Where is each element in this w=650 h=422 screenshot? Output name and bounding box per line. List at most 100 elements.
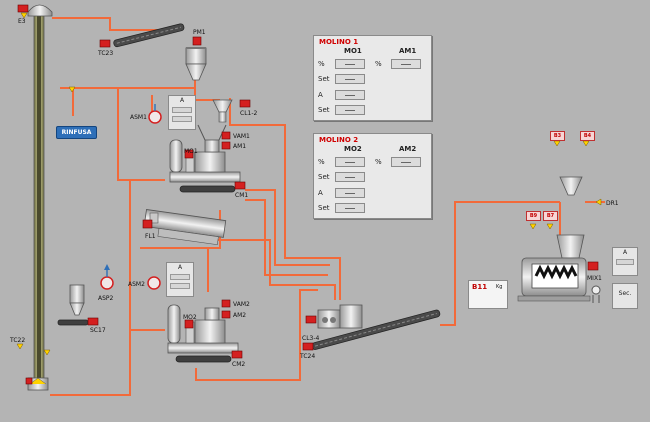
bin-b4-tag[interactable]: B4 bbox=[580, 131, 595, 141]
molino1-mo1-set1-field bbox=[335, 74, 365, 84]
molino1-mo1-a-field bbox=[335, 90, 365, 100]
molino2-mo2-set2-field bbox=[335, 203, 365, 213]
asm1-value-field-2 bbox=[172, 116, 192, 122]
label-am2: AM2 bbox=[233, 312, 246, 319]
label-cl3-4: CL3-4 bbox=[302, 335, 320, 342]
molino1-col1-header: MO1 bbox=[344, 47, 362, 55]
molino2-panel: MOLINO 2 MO2 AM2 % Set A Set % bbox=[313, 133, 432, 219]
motor-tc23 bbox=[99, 39, 111, 48]
hopper-pm1 bbox=[185, 47, 207, 81]
molino1-mo1-set2-field bbox=[335, 105, 365, 115]
molino1-mo1-pct-field bbox=[335, 59, 365, 69]
molino2-mo2-set1-field bbox=[335, 172, 365, 182]
rinfusa-button[interactable]: RINFUSA bbox=[56, 126, 97, 139]
label-am1: AM1 bbox=[233, 143, 246, 150]
label-sc17: SC17 bbox=[90, 327, 106, 334]
label-tc24: TC24 bbox=[299, 353, 315, 360]
b11-unit: Kg bbox=[496, 284, 503, 290]
conveyor-tc23 bbox=[113, 23, 185, 48]
motor-fl1 bbox=[142, 219, 153, 229]
molino2-title: MOLINO 2 bbox=[319, 136, 359, 144]
motor-pm1 bbox=[192, 36, 202, 46]
label-vam2: VAM2 bbox=[233, 301, 250, 308]
molino2-col2-header: AM2 bbox=[399, 145, 417, 153]
label-asm2: ASM2 bbox=[128, 281, 145, 288]
label-fl1: FL1 bbox=[145, 233, 156, 240]
mill-mo2 bbox=[167, 304, 239, 354]
molino2-mo2-a-field bbox=[335, 188, 365, 198]
molino2-am2-pct-field bbox=[391, 157, 421, 167]
b11-label: B11 bbox=[472, 283, 488, 291]
motor-tc22 bbox=[25, 377, 33, 385]
mixer-a-label: A bbox=[622, 249, 628, 256]
asm2-box-label: A bbox=[177, 264, 183, 271]
molino1-title: MOLINO 1 bbox=[319, 38, 359, 46]
bin-b9-tag[interactable]: B9 bbox=[526, 211, 541, 221]
molino1-am1-pct-field bbox=[391, 59, 421, 69]
fan-asp2 bbox=[100, 264, 114, 290]
bin-b3-tag[interactable]: B3 bbox=[550, 131, 565, 141]
mixer-sec-box: Sec. bbox=[612, 283, 638, 309]
mixer-mix1 bbox=[517, 176, 601, 303]
valves bbox=[16, 12, 602, 356]
motor-vam1 bbox=[221, 131, 231, 140]
bin-b7-tag[interactable]: B7 bbox=[543, 211, 558, 221]
mill-mo1 bbox=[169, 124, 241, 183]
motor-cm1 bbox=[234, 181, 246, 190]
label-dr1: DR1 bbox=[606, 200, 619, 207]
fan-asm1 bbox=[148, 104, 162, 124]
asm2-value-box: A bbox=[166, 262, 194, 297]
motor-cm2 bbox=[231, 350, 243, 359]
label-pm1: PM1 bbox=[193, 29, 206, 36]
motor-mo2 bbox=[184, 319, 194, 329]
label-asp2: ASP2 bbox=[98, 295, 114, 302]
fan-asm2 bbox=[147, 276, 161, 290]
asm1-value-field bbox=[172, 107, 192, 113]
b11-weight-box: B11 Kg bbox=[468, 280, 508, 309]
molino2-col1-header: MO2 bbox=[344, 145, 362, 153]
label-mix1: MIX1 bbox=[587, 275, 602, 282]
label-mo2: MO2 bbox=[183, 314, 197, 321]
motor-am1 bbox=[221, 141, 231, 150]
molino1-row-pct: % bbox=[318, 60, 325, 68]
molino2-row-a: A bbox=[318, 189, 323, 197]
motor-tc24 bbox=[302, 342, 314, 351]
motor-e3 bbox=[17, 4, 29, 13]
molino2-row-set1: Set bbox=[318, 173, 330, 181]
motor-mix1 bbox=[587, 261, 599, 271]
asm2-value-field-2 bbox=[170, 283, 190, 289]
molino1-panel: MOLINO 1 MO1 AM1 % Set A Set % bbox=[313, 35, 432, 121]
motors bbox=[17, 4, 599, 385]
molino1-row-set2: Set bbox=[318, 106, 330, 114]
label-asm1: ASM1 bbox=[130, 114, 147, 121]
bucket-elevator bbox=[27, 4, 53, 391]
label-cm1: CM1 bbox=[235, 192, 248, 199]
silo-sc17 bbox=[69, 284, 85, 316]
asm1-value-box: A bbox=[168, 95, 196, 130]
cyclone-cl1-2 bbox=[212, 99, 233, 123]
motor-cl1-2 bbox=[239, 99, 251, 108]
molino2-am2-pct-label: % bbox=[375, 158, 382, 166]
molino1-am1-pct-label: % bbox=[375, 60, 382, 68]
label-tc22: TC22 bbox=[9, 337, 25, 344]
conveyors bbox=[57, 23, 441, 363]
asm2-value-field bbox=[170, 274, 190, 280]
label-mo1: MO1 bbox=[184, 148, 198, 155]
equipment-labels: E3 TC23 PM1 CL1-2 ASM1 MO1 VAM1 AM1 CM1 … bbox=[9, 18, 619, 368]
mixer-sec-label: Sec. bbox=[618, 290, 632, 297]
fans bbox=[100, 104, 162, 290]
molino2-row-pct: % bbox=[318, 158, 325, 166]
motor-sc17 bbox=[87, 317, 99, 326]
asm1-box-label: A bbox=[179, 97, 185, 104]
mixer-a-field bbox=[616, 259, 634, 265]
label-e3: E3 bbox=[18, 18, 26, 25]
pipes bbox=[50, 17, 605, 396]
cyclone-cl3-4 bbox=[317, 304, 363, 329]
molino2-row-set2: Set bbox=[318, 204, 330, 212]
filter-fl1 bbox=[143, 209, 227, 246]
label-cm2: CM2 bbox=[232, 361, 245, 368]
motor-vam2 bbox=[221, 299, 231, 308]
molino1-row-a: A bbox=[318, 91, 323, 99]
molino1-row-set1: Set bbox=[318, 75, 330, 83]
